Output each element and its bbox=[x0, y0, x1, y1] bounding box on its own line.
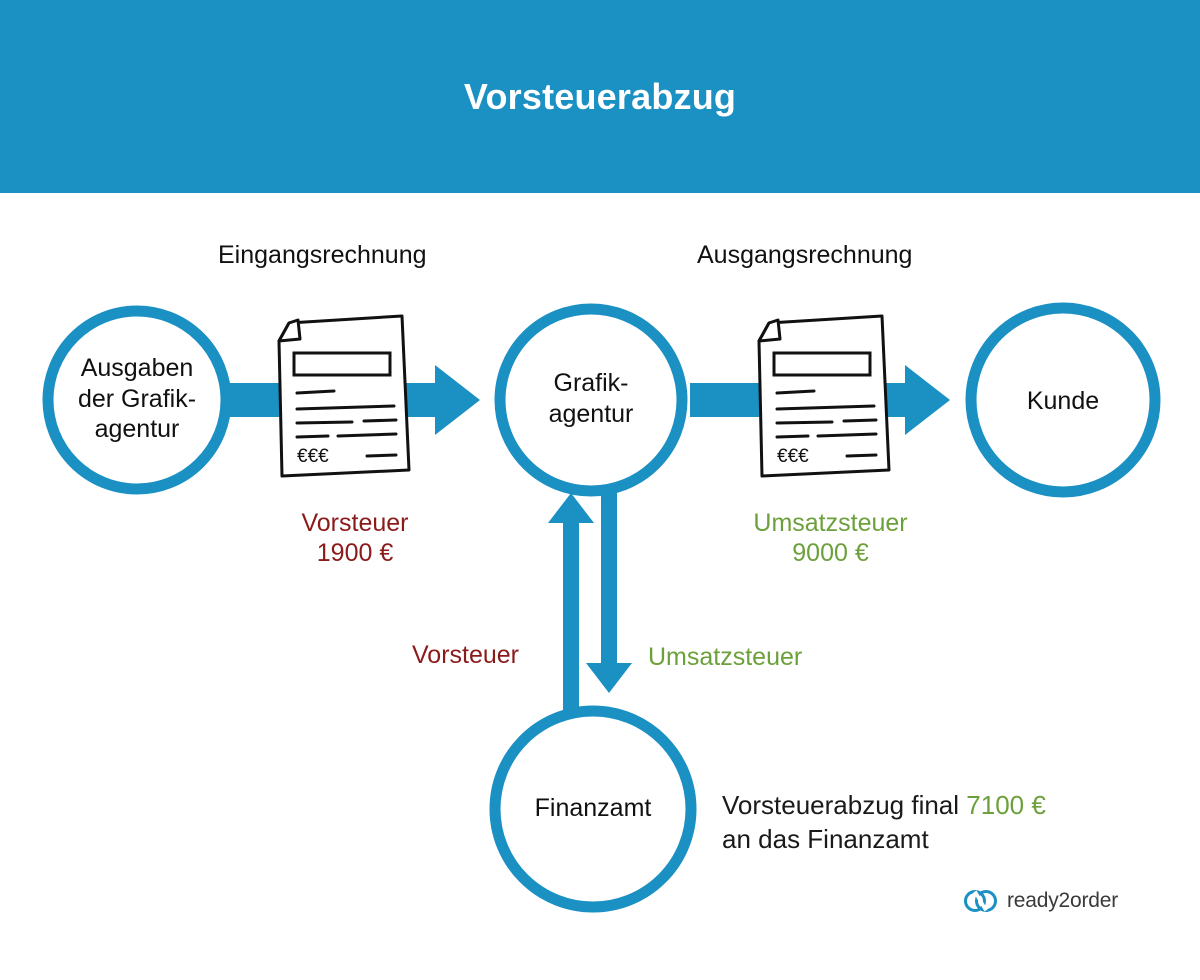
node-label-agency-line1: Grafik- bbox=[553, 369, 629, 397]
node-label-agency: Grafik- agentur bbox=[501, 368, 681, 429]
node-label-expenses-line2: der Grafik- bbox=[77, 384, 197, 413]
amount-input-tax-label: Vorsteuer bbox=[301, 509, 409, 537]
flow-label-input-tax: Vorsteuer bbox=[412, 641, 520, 669]
node-circle-customer bbox=[965, 302, 1161, 498]
diagram-canvas: €€€ €€€ Eingangsrechnung Ausgangsrechnun… bbox=[0, 193, 1200, 980]
invoice-document-icon-outgoing: €€€ bbox=[757, 314, 891, 478]
diagram-graphics: €€€ €€€ bbox=[42, 302, 1161, 913]
arrow-down-output-tax bbox=[586, 493, 632, 693]
invoice-document-icon-incoming: €€€ bbox=[277, 314, 411, 478]
node-label-customer: Kunde bbox=[1026, 387, 1100, 415]
node-label-expenses-line3: agentur bbox=[94, 415, 180, 443]
node-label-agency-line2: agentur bbox=[548, 399, 634, 428]
ready2order-rings-icon bbox=[964, 890, 997, 912]
brand-logo: ready2order bbox=[963, 888, 1118, 914]
node-label-tax-office: Finanzamt bbox=[534, 794, 652, 822]
summary-line1-amount: 7100 € bbox=[966, 790, 1046, 820]
brand-logo-text: ready2order bbox=[1007, 889, 1119, 912]
page-title: Vorsteuerabzug bbox=[463, 76, 737, 117]
amount-output-tax-label: Umsatzsteuer bbox=[753, 509, 908, 537]
node-circle-agency bbox=[494, 303, 688, 497]
summary-line1-prefix: Vorsteuerabzug final bbox=[722, 790, 967, 820]
amount-output-tax-value: 9000 € bbox=[792, 539, 869, 567]
svg-text:€€€: €€€ bbox=[777, 446, 809, 467]
node-label-expenses: Ausgaben der Grafik- agentur bbox=[47, 353, 227, 445]
flow-label-output-tax: Umsatzsteuer bbox=[648, 643, 803, 671]
amount-input-tax-value: 1900 € bbox=[316, 539, 394, 567]
svg-text:€€€: €€€ bbox=[297, 446, 329, 467]
node-circle-expenses bbox=[42, 305, 232, 495]
node-circle-tax-office bbox=[489, 705, 697, 913]
summary-line1: Vorsteuerabzug final 7100 € bbox=[722, 789, 1046, 823]
arrow-up-input-tax bbox=[548, 493, 594, 713]
label-ausgangsrechnung: Ausgangsrechnung bbox=[697, 241, 913, 269]
header-band: Vorsteuerabzug bbox=[0, 0, 1200, 193]
summary-line2: an das Finanzamt bbox=[722, 823, 929, 854]
label-eingangsrechnung: Eingangsrechnung bbox=[218, 241, 427, 269]
amount-input-tax: Vorsteuer 1900 € bbox=[245, 508, 465, 568]
node-label-expenses-line1: Ausgaben bbox=[80, 354, 194, 382]
summary-text: Vorsteuerabzug final 7100 € an das Finan… bbox=[722, 789, 1046, 857]
amount-output-tax: Umsatzsteuer 9000 € bbox=[718, 508, 943, 568]
